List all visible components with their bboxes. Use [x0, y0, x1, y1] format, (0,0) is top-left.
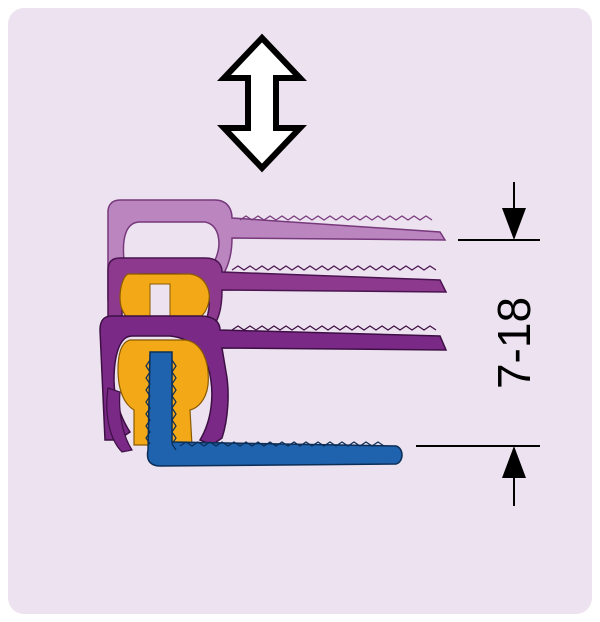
dimension-indicator: 7-18 [416, 182, 540, 506]
profile-top-body [107, 199, 447, 301]
arrow-down-icon [502, 208, 526, 240]
dimension-label: 7-18 [488, 297, 540, 389]
double-vertical-arrow-icon [217, 33, 307, 173]
profile-middle-teeth [231, 265, 437, 271]
arrow-up-icon [502, 446, 526, 478]
profile-top [107, 199, 447, 301]
profile-bottom-teeth [231, 325, 437, 331]
base-profile-body [146, 351, 403, 467]
insert-middle-slot [149, 283, 171, 317]
base-profile [145, 351, 403, 467]
base-profile-teeth [145, 359, 385, 451]
diagram-panel [8, 8, 592, 614]
profile-bottom-hook [106, 387, 133, 453]
profile-top-teeth [239, 215, 433, 221]
